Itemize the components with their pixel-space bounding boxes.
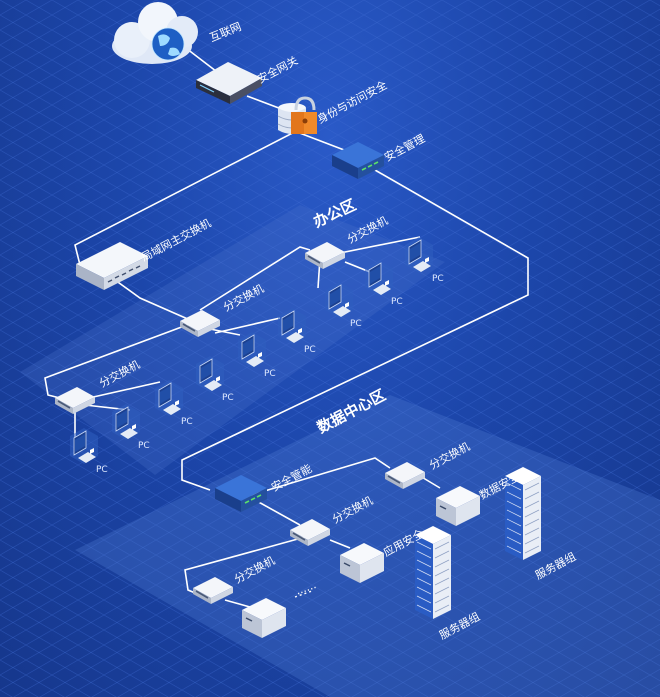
pc-label: PC — [138, 441, 150, 451]
pc-label: PC — [304, 345, 316, 355]
pc-label: PC — [391, 297, 403, 307]
gateway-icon — [196, 62, 262, 104]
pc-label: PC — [181, 417, 193, 427]
core-switch-icon — [76, 242, 148, 290]
pc-label: PC — [432, 274, 444, 284]
ellipsis-link — [294, 590, 313, 598]
pc-label: PC — [222, 393, 234, 403]
globe-icon — [151, 27, 185, 61]
pc-label: PC — [96, 465, 108, 475]
lock-database-icon — [277, 96, 317, 134]
pc-label: PC — [264, 369, 276, 379]
pc-label: PC — [350, 319, 362, 329]
